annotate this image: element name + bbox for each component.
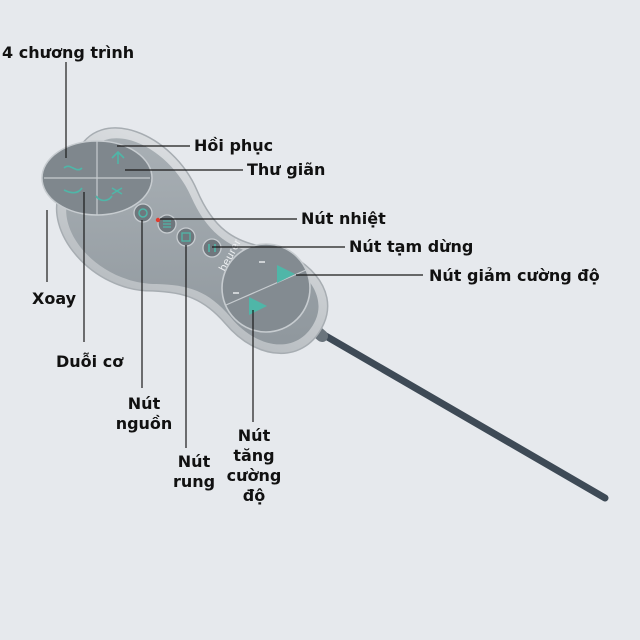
cable [308,324,609,502]
label-vibration-line1: Nút [177,452,211,471]
label-decrease-intensity: Nút giảm cường độ [429,266,600,285]
label-vibration-line2: rung [172,472,216,491]
vibration-button[interactable] [176,227,196,247]
label-power-line2: nguồn [115,414,173,433]
power-button[interactable] [133,203,153,223]
label-power-line1: Nút [127,394,161,413]
label-increase-line2: tăng [233,446,275,465]
label-recovery: Hồi phục [194,136,274,155]
label-increase-line3: cường [226,466,282,485]
label-pause-button: Nút tạm dừng [349,237,474,256]
pause-button[interactable] [202,238,222,258]
label-increase-intensity: Nút tăng cường độ [222,426,286,506]
label-heat-button: Nút nhiệt [301,209,386,228]
decrease-arrow-icon [259,261,295,283]
stretch-icon [95,195,113,202]
program-pad[interactable] [41,140,153,216]
rotate-icon [63,165,83,194]
label-increase-line4: độ [242,486,266,505]
label-four-programs: 4 chương trình [2,43,135,62]
label-relax: Thư giãn [247,160,326,179]
intensity-pad[interactable] [221,243,311,333]
leader-lines [46,62,423,448]
label-increase-line1: Nút [237,426,271,445]
recovery-icon [111,150,125,164]
label-power-button: Nút nguồn [112,394,176,434]
label-rotate: Xoay [32,289,77,308]
relax-icon [111,187,123,195]
label-stretch: Duỗi cơ [56,352,124,371]
label-vibration-button: Nút rung [162,452,226,492]
